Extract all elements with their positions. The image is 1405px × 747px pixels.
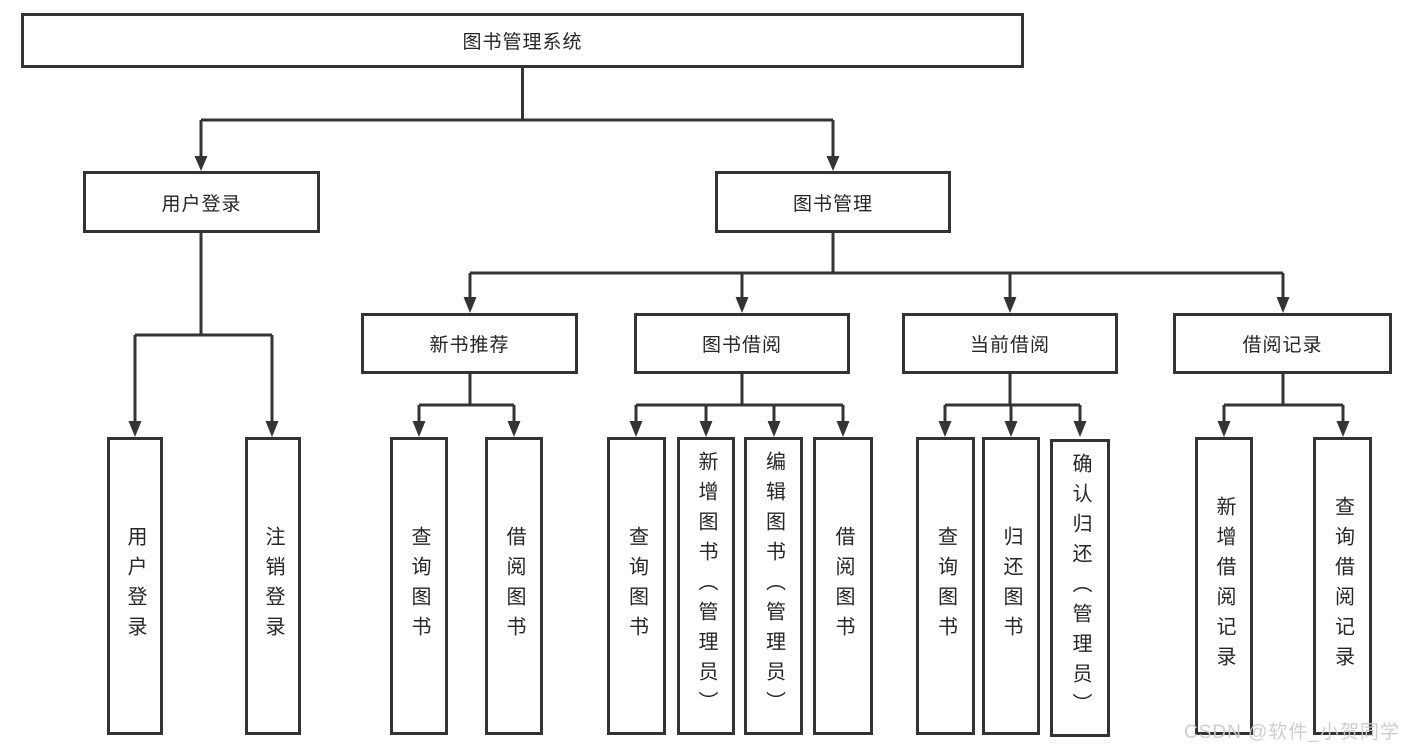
leaf-query-borrow-record: 查询借阅记录	[1313, 437, 1372, 735]
leaf-label: 查询借阅记录	[1331, 496, 1354, 676]
node-label: 图书借阅	[701, 335, 782, 356]
arrowhead	[826, 156, 840, 171]
leaf-label: 注销登录	[262, 526, 284, 646]
leaf-query-books-borrow: 查询图书	[607, 437, 666, 735]
leaf-return-books: 归还图书	[982, 437, 1040, 735]
arrowhead	[265, 421, 279, 437]
arrowhead	[629, 421, 643, 437]
node-library-management-system: 图书管理系统	[21, 13, 1024, 68]
arrowhead	[507, 421, 521, 437]
leaf-borrow-books-recommend: 借阅图书	[485, 437, 543, 735]
leaf-query-books-recommend: 查询图书	[390, 437, 448, 735]
connector-user-login-children	[128, 232, 279, 437]
arrowhead	[836, 421, 850, 437]
leaf-edit-books-admin: 编辑图书（管理员）	[744, 437, 803, 735]
arrowhead	[938, 421, 952, 437]
arrowhead	[1276, 297, 1290, 313]
leaf-add-borrow-record: 新增借阅记录	[1195, 437, 1253, 735]
leaf-label: 借阅图书	[832, 526, 854, 646]
node-current-borrow: 当前借阅	[902, 313, 1118, 374]
leaf-label: 借阅图书	[503, 526, 525, 646]
arrowhead	[1217, 421, 1231, 437]
leaf-label: 查询图书	[625, 526, 648, 646]
arrowhead	[1336, 421, 1350, 437]
arrowhead	[699, 421, 713, 437]
connector-current-borrow-children	[938, 374, 1087, 437]
node-book-management: 图书管理	[715, 171, 951, 233]
leaf-logout: 注销登录	[245, 437, 301, 735]
arrowhead	[1004, 421, 1018, 437]
leaf-label: 查询图书	[934, 526, 957, 646]
arrowhead	[463, 297, 477, 313]
arrowhead	[1003, 297, 1017, 313]
leaf-user-login: 用户登录	[107, 437, 163, 735]
leaf-label: 新增图书（管理员）	[695, 451, 717, 721]
leaf-add-books-admin: 新增图书（管理员）	[677, 437, 735, 735]
leaf-label: 确认归还（管理员）	[1069, 453, 1091, 723]
arrowhead	[128, 421, 142, 437]
leaf-query-books-current: 查询图书	[916, 437, 975, 735]
arrowhead	[735, 297, 749, 313]
leaf-confirm-return-admin: 确认归还（管理员）	[1050, 439, 1110, 737]
arrowhead	[1073, 421, 1087, 437]
connector-root-to-level2	[194, 68, 840, 171]
arrowhead	[767, 421, 781, 437]
leaf-label: 归还图书	[1000, 526, 1022, 646]
connector-borrow-records-children	[1217, 374, 1350, 437]
node-new-book-recommend: 新书推荐	[361, 313, 578, 374]
node-label: 新书推荐	[429, 335, 510, 356]
csdn-watermark: CSDN @软件_小贺同学	[1184, 722, 1400, 743]
leaf-label: 新增借阅记录	[1213, 496, 1235, 676]
node-borrow-records: 借阅记录	[1173, 313, 1392, 374]
connector-new-book-children	[412, 374, 521, 437]
node-label: 借阅记录	[1242, 335, 1323, 356]
node-label: 当前借阅	[969, 335, 1050, 356]
connector-book-borrow-children	[629, 374, 850, 437]
leaf-borrow-books: 借阅图书	[813, 437, 873, 735]
connector-book-management-children	[463, 232, 1290, 313]
node-label: 用户登录	[161, 193, 242, 215]
leaf-label: 查询图书	[408, 526, 430, 646]
node-user-login: 用户登录	[83, 171, 320, 233]
leaf-label: 用户登录	[124, 526, 146, 646]
arrowhead	[412, 421, 426, 437]
node-label: 图书管理	[792, 193, 873, 215]
node-label: 图书管理系统	[462, 32, 583, 53]
arrowhead	[194, 156, 208, 171]
node-book-borrow: 图书借阅	[634, 313, 850, 374]
leaf-label: 编辑图书（管理员）	[762, 451, 785, 721]
